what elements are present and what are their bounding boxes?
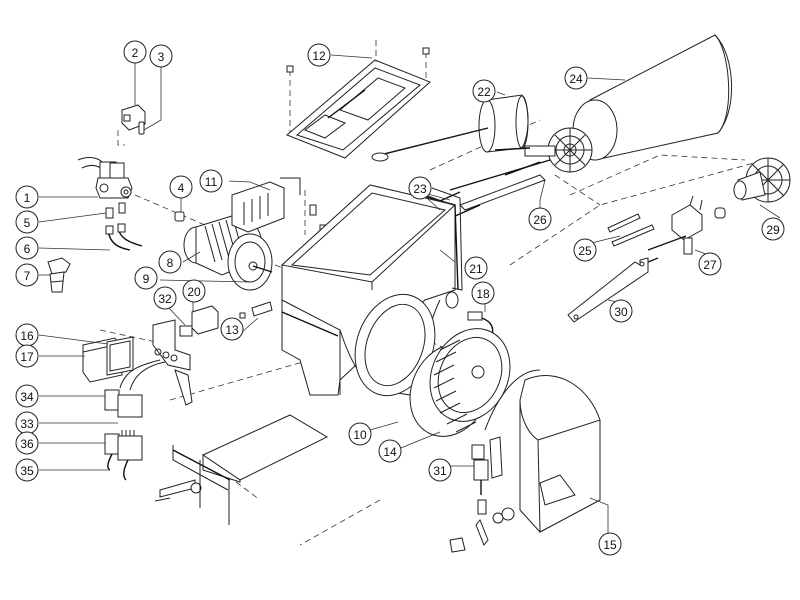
- callout-20: 20: [182, 279, 206, 303]
- callout-35: 35: [15, 458, 39, 482]
- callout-22: 22: [472, 79, 496, 103]
- svg-text:12: 12: [312, 49, 326, 63]
- plug-parts[interactable]: [104, 430, 143, 481]
- callouts: 1 2 3 4 5 6 7 8 9 10 11 12 13 14 15 16 1…: [15, 40, 785, 556]
- callout-31: 31: [428, 458, 452, 482]
- callout-29: 29: [761, 217, 785, 241]
- callout-5: 5: [15, 210, 39, 234]
- svg-text:35: 35: [20, 464, 34, 478]
- coupling-part[interactable]: [174, 211, 185, 222]
- svg-text:20: 20: [187, 285, 201, 299]
- svg-text:27: 27: [703, 258, 717, 272]
- ignition-electrodes-part[interactable]: [607, 213, 655, 247]
- bottom-plate-part: [154, 414, 329, 525]
- callout-33: 33: [15, 411, 39, 435]
- callout-26: 26: [528, 207, 552, 231]
- housing-gasket-part[interactable]: [424, 187, 463, 291]
- callout-7: 7: [15, 263, 39, 287]
- svg-text:9: 9: [143, 272, 150, 286]
- callout-14: 14: [378, 439, 402, 463]
- fitting-parts[interactable]: [105, 202, 126, 219]
- callout-34: 34: [15, 384, 39, 408]
- svg-text:32: 32: [158, 292, 172, 306]
- support-bracket-part[interactable]: [567, 257, 659, 323]
- svg-text:13: 13: [225, 323, 239, 337]
- callout-30: 30: [609, 299, 633, 323]
- svg-text:21: 21: [469, 262, 483, 276]
- svg-text:17: 17: [20, 350, 34, 364]
- svg-text:10: 10: [353, 428, 367, 442]
- callout-24: 24: [564, 66, 588, 90]
- callout-12: 12: [307, 43, 331, 67]
- callout-27: 27: [698, 252, 722, 276]
- callout-36: 36: [15, 431, 39, 455]
- svg-text:11: 11: [205, 175, 218, 189]
- pump-assembly[interactable]: [47, 104, 185, 293]
- hose-parts[interactable]: [105, 223, 143, 251]
- callout-25: 25: [573, 238, 597, 262]
- svg-text:14: 14: [383, 445, 397, 459]
- svg-text:6: 6: [24, 242, 31, 256]
- callout-2: 2: [123, 40, 147, 64]
- callout-6: 6: [15, 236, 39, 260]
- svg-text:5: 5: [24, 216, 31, 230]
- air-inlet-ring-part[interactable]: [484, 369, 541, 431]
- callout-1: 1: [15, 185, 39, 209]
- callout-15: 15: [598, 532, 622, 556]
- callout-18: 18: [471, 281, 495, 305]
- svg-text:16: 16: [20, 329, 34, 343]
- svg-text:33: 33: [20, 417, 34, 431]
- svg-text:7: 7: [24, 269, 31, 283]
- svg-text:31: 31: [433, 464, 447, 478]
- cover-plate-part[interactable]: [286, 40, 431, 159]
- callout-32: 32: [153, 286, 177, 310]
- svg-text:29: 29: [766, 223, 780, 237]
- callout-11: 11: [199, 169, 223, 193]
- svg-text:23: 23: [413, 182, 427, 196]
- combustion-head-part[interactable]: [714, 157, 791, 219]
- callout-21: 21: [464, 256, 488, 280]
- svg-text:36: 36: [20, 437, 34, 451]
- pump-part[interactable]: [77, 157, 133, 199]
- svg-text:4: 4: [178, 181, 185, 195]
- callout-8: 8: [158, 250, 182, 274]
- svg-text:15: 15: [603, 538, 617, 552]
- air-damper-actuator-part[interactable]: [449, 436, 515, 553]
- callout-17: 17: [15, 344, 39, 368]
- callout-23: 23: [408, 176, 432, 200]
- fan-housing-part[interactable]: [280, 184, 459, 407]
- leader-lines: [38, 54, 781, 535]
- air-intake-cover-part[interactable]: [519, 375, 601, 533]
- control-box-base-part[interactable]: [106, 336, 134, 376]
- callout-16: 16: [15, 323, 39, 347]
- blast-tube-part[interactable]: [572, 34, 733, 161]
- svg-text:34: 34: [20, 390, 34, 404]
- svg-text:2: 2: [132, 46, 139, 60]
- svg-text:25: 25: [578, 244, 592, 258]
- nozzle-holder-part[interactable]: [449, 127, 593, 211]
- callout-3: 3: [149, 44, 173, 68]
- svg-text:3: 3: [158, 50, 165, 64]
- svg-text:22: 22: [477, 85, 491, 99]
- svg-text:24: 24: [569, 72, 583, 86]
- electrode-holder-part[interactable]: [647, 195, 703, 255]
- svg-text:18: 18: [476, 287, 490, 301]
- callout-4: 4: [169, 175, 193, 199]
- coil-pin-part[interactable]: [138, 121, 145, 135]
- fan-wheel-part[interactable]: [395, 315, 524, 449]
- filter-part[interactable]: [47, 257, 71, 293]
- svg-text:8: 8: [167, 256, 174, 270]
- callout-9: 9: [134, 266, 158, 290]
- connector-parts[interactable]: [104, 359, 166, 418]
- svg-text:26: 26: [533, 213, 547, 227]
- capacitor-part[interactable]: [179, 305, 219, 337]
- svg-text:1: 1: [24, 191, 31, 205]
- svg-text:30: 30: [614, 305, 628, 319]
- callout-13: 13: [220, 317, 244, 341]
- bracket-plate-part[interactable]: [239, 301, 273, 319]
- mounting-bracket-part[interactable]: [152, 319, 193, 406]
- callout-10: 10: [348, 422, 372, 446]
